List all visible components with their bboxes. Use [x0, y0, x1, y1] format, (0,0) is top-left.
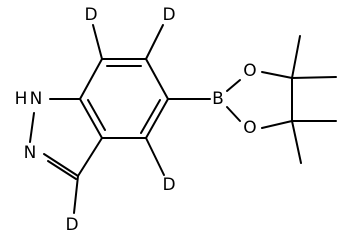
atom-d-top-left: D [84, 5, 97, 25]
bond-methyl-1 [291, 35, 301, 79]
bond-o1-c [261, 71, 293, 79]
bond-c7a-c7 [79, 58, 103, 100]
atom-oxygen-bottom: O [243, 118, 256, 138]
bond-methyl-2 [291, 76, 337, 79]
atom-n: N [24, 143, 37, 163]
bond-b-o2 [226, 106, 241, 122]
bond-lines [29, 24, 337, 214]
bond-n2-c3-double [47, 160, 77, 180]
bond-c5-c4 [145, 98, 169, 139]
atom-d-top-right: D [162, 5, 175, 25]
bond-c6-d [145, 24, 164, 60]
bond-c3a-c7a [79, 98, 103, 139]
bond-c3-d [73, 175, 79, 214]
bond-c3a-c7a-double [87, 99, 106, 131]
bond-n1-n2 [29, 112, 35, 143]
bond-c4-d [145, 137, 165, 176]
atom-nh-n: N [30, 89, 43, 109]
bond-n2-c3 [43, 153, 79, 177]
atom-labels: D D D D H N N B O O [15, 5, 257, 235]
atom-nh-h: H [15, 89, 28, 109]
bond-c3-c3a [77, 137, 103, 177]
bond-methyl-4 [291, 120, 302, 164]
atom-d-bottom: D [65, 215, 78, 235]
bond-c5-c4-double [140, 99, 161, 134]
bond-c6-c5 [145, 58, 169, 100]
atom-boron: B [212, 89, 224, 109]
atom-oxygen-top: O [243, 61, 256, 81]
atom-d-right-mid: D [162, 175, 175, 195]
bond-b-o1 [226, 79, 241, 92]
bond-o2-c [261, 120, 293, 129]
bond-c7-d [92, 24, 103, 60]
